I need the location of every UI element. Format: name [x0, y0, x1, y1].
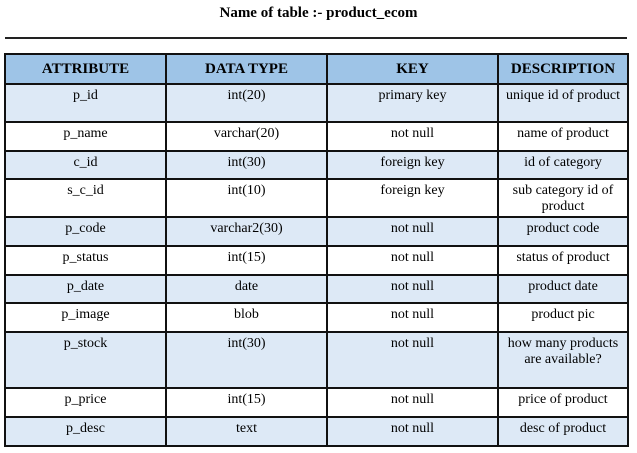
table-row: s_c_id int(10) foreign key sub category … [4, 178, 629, 218]
data-type-cell: int(10) [165, 178, 328, 218]
key-cell: not null [326, 302, 499, 333]
description-cell: sub category id of product [497, 178, 629, 218]
table-row: p_image blob not null product pic [4, 302, 629, 333]
table-row: p_desc text not null desc of product [4, 416, 629, 447]
description-cell: product pic [497, 302, 629, 333]
description-cell: price of product [497, 387, 629, 418]
header-row: ATTRIBUTE DATA TYPE KEY DESCRIPTION [4, 53, 629, 85]
attribute-cell: c_id [4, 150, 167, 180]
table-name-heading: Name of table :- product_ecom [219, 5, 418, 21]
key-cell: not null [326, 274, 499, 304]
key-cell: not null [326, 331, 499, 389]
attribute-cell: p_id [4, 83, 167, 123]
header-data-type: DATA TYPE [165, 53, 328, 85]
data-type-cell: int(30) [165, 331, 328, 389]
data-type-cell: int(20) [165, 83, 328, 123]
description-cell: name of product [497, 121, 629, 152]
data-type-cell: int(15) [165, 245, 328, 276]
description-cell: status of product [497, 245, 629, 276]
data-type-cell: text [165, 416, 328, 447]
data-type-cell: int(15) [165, 387, 328, 418]
description-cell: desc of product [497, 416, 629, 447]
header-key: KEY [326, 53, 499, 85]
description-cell: product date [497, 274, 629, 304]
table-row: p_code varchar2(30) not null product cod… [4, 216, 629, 247]
heading-divider [5, 37, 627, 39]
description-cell: unique id of product [497, 83, 629, 123]
table-row: p_status int(15) not null status of prod… [4, 245, 629, 276]
attribute-cell: p_image [4, 302, 167, 333]
attribute-cell: p_stock [4, 331, 167, 389]
attribute-cell: p_desc [4, 416, 167, 447]
key-cell: primary key [326, 83, 499, 123]
header-attribute: ATTRIBUTE [4, 53, 167, 85]
attribute-cell: p_code [4, 216, 167, 247]
key-cell: not null [326, 387, 499, 418]
header-description: DESCRIPTION [497, 53, 629, 85]
table-row: p_stock int(30) not null how many produc… [4, 331, 629, 389]
table-row: p_id int(20) primary key unique id of pr… [4, 83, 629, 123]
description-cell: how many products are available? [497, 331, 629, 389]
table-row: p_price int(15) not null price of produc… [4, 387, 629, 418]
data-type-cell: date [165, 274, 328, 304]
description-cell: id of category [497, 150, 629, 180]
data-type-cell: varchar2(30) [165, 216, 328, 247]
key-cell: not null [326, 416, 499, 447]
attribute-cell: p_date [4, 274, 167, 304]
attribute-cell: p_price [4, 387, 167, 418]
product-ecom-schema-table: ATTRIBUTE DATA TYPE KEY DESCRIPTION p_id… [4, 53, 629, 447]
table-row: c_id int(30) foreign key id of category [4, 150, 629, 180]
key-cell: foreign key [326, 150, 499, 180]
description-cell: product code [497, 216, 629, 247]
key-cell: not null [326, 245, 499, 276]
key-cell: foreign key [326, 178, 499, 218]
key-cell: not null [326, 121, 499, 152]
data-type-cell: int(30) [165, 150, 328, 180]
attribute-cell: p_name [4, 121, 167, 152]
data-type-cell: blob [165, 302, 328, 333]
table-row: p_name varchar(20) not null name of prod… [4, 121, 629, 152]
table-row: p_date date not null product date [4, 274, 629, 304]
attribute-cell: s_c_id [4, 178, 167, 218]
attribute-cell: p_status [4, 245, 167, 276]
key-cell: not null [326, 216, 499, 247]
data-type-cell: varchar(20) [165, 121, 328, 152]
